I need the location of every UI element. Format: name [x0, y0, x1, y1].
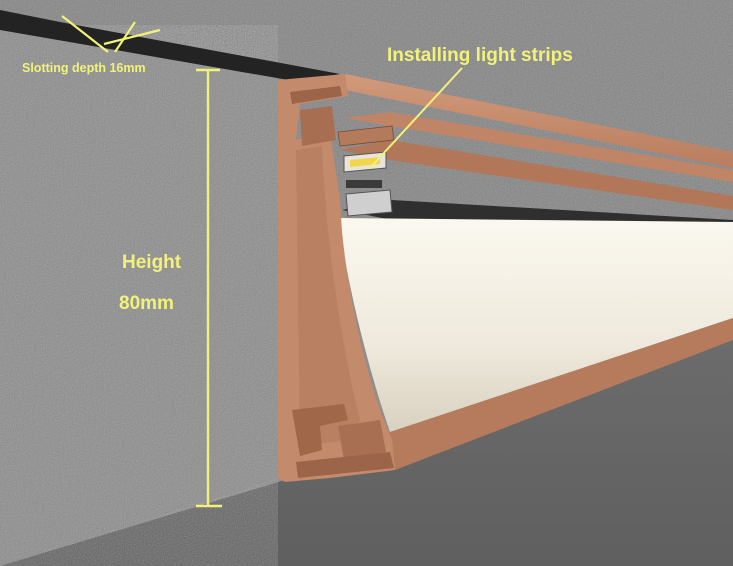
profile-upper-lip	[340, 140, 733, 210]
height-dimension	[196, 68, 222, 508]
led-strip	[337, 125, 395, 217]
height-label: Height	[122, 252, 182, 273]
profile-top-face	[285, 74, 733, 168]
light-diffuser	[338, 218, 733, 432]
profile-end-cap-channel	[300, 106, 336, 146]
slotting-depth-label: Slotting depth 16mm	[22, 61, 146, 75]
profile-end-cap-foot-clip-2	[338, 420, 386, 460]
profile-bottom-face	[380, 318, 733, 470]
profile-end-cap-inner-curve	[296, 146, 360, 446]
profile-end-cap-base	[296, 452, 394, 478]
light-strip-leader	[369, 67, 463, 169]
installing-light-strips-label: Installing light strips	[387, 45, 573, 66]
slotting-depth-marker	[61, 15, 161, 53]
profile-top-ledge	[345, 112, 733, 182]
profile-end-cap-foot-clip	[292, 404, 348, 456]
slot-groove	[0, 10, 340, 82]
height-value-label: 80mm	[119, 293, 174, 314]
profile-end-cap-groove-top	[290, 86, 342, 104]
floor	[0, 318, 733, 566]
